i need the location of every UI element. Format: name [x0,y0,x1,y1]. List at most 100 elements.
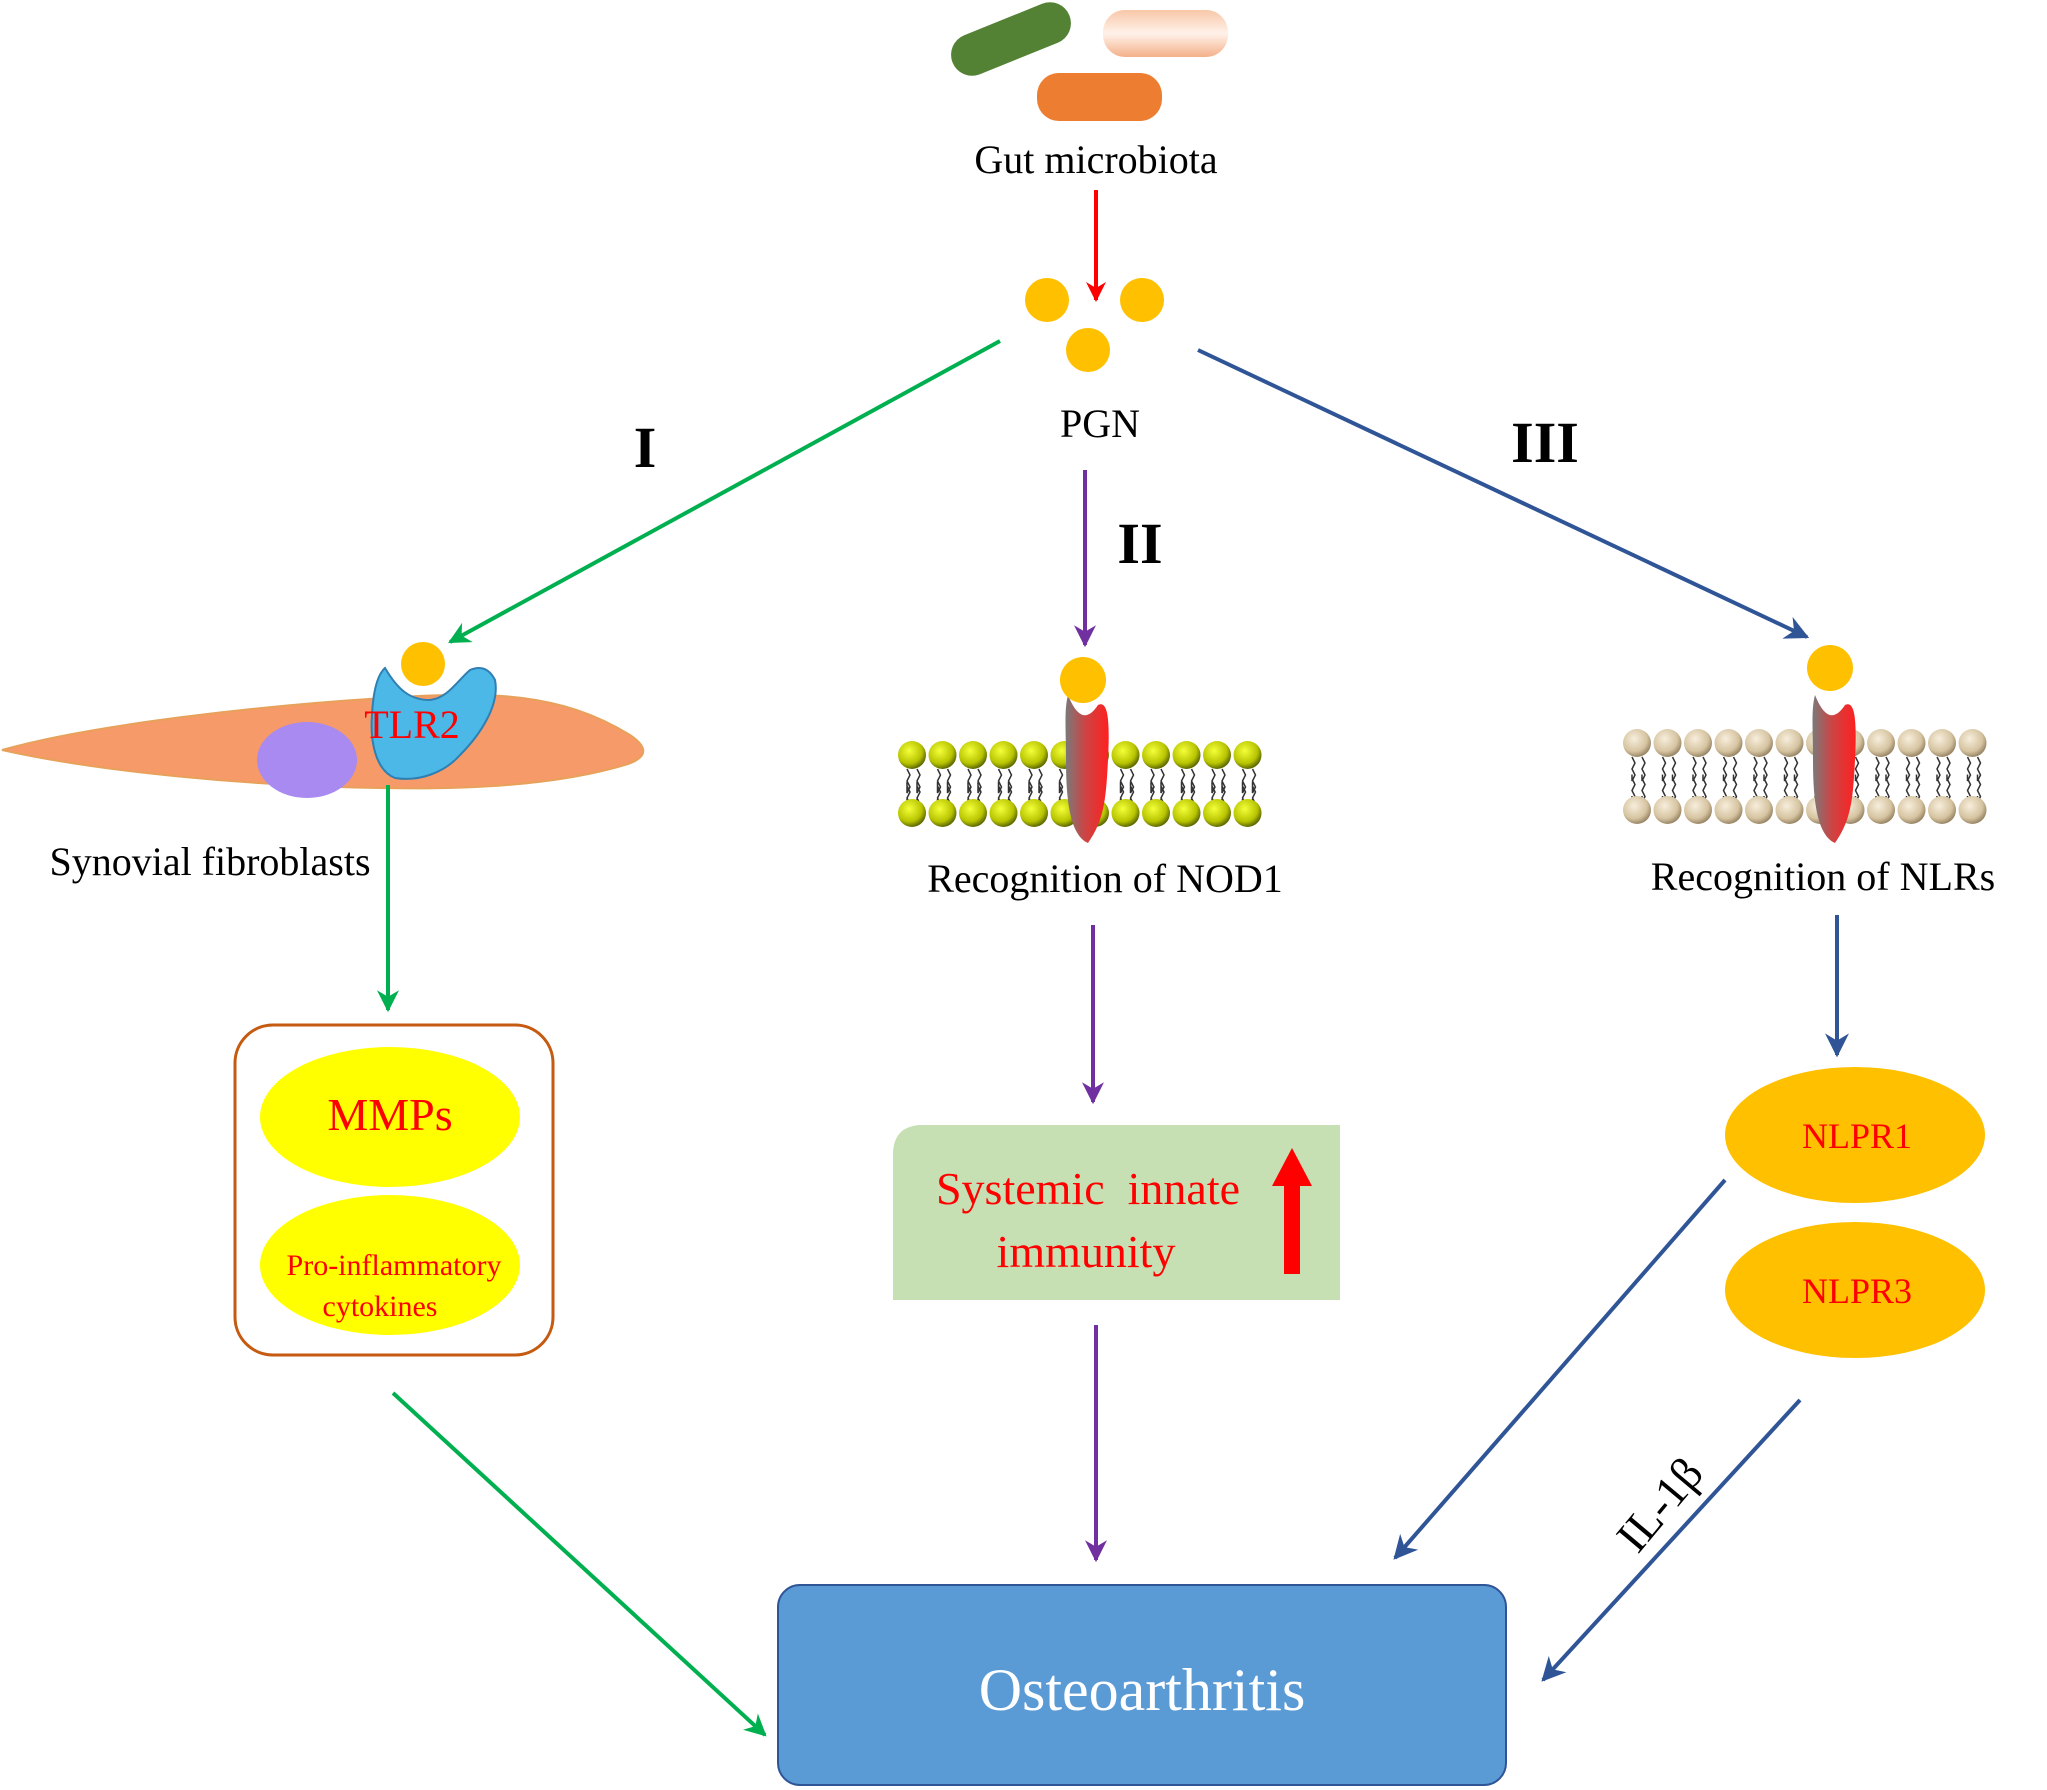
synovial-fibroblasts-label: Synovial fibroblasts [49,839,370,884]
pgn-molecules-icon [1025,278,1164,372]
lipid-head-icon [1867,796,1895,824]
lipid-tail [1905,756,1911,803]
lipid-head-icon [1928,729,1956,757]
lipid-tail [1631,756,1636,803]
nod1-membrane [898,741,1262,827]
systemic-immunity-box [893,1125,1340,1300]
lipid-head-icon [959,741,987,769]
cytokines-ellipse [260,1195,520,1335]
lipid-tail [1946,756,1951,803]
mmps-ellipse [260,1047,520,1187]
lipid-head-icon [928,799,957,827]
lipid-head-icon [1233,741,1262,769]
lipid-tail [1753,756,1758,803]
immunity-label-line1: Systemic innate [936,1163,1240,1214]
lipid-tail [1875,756,1880,803]
lipid-tail [1722,756,1728,803]
lipid-head-icon [1623,729,1651,757]
tlr2-receptor [370,642,497,780]
lipid-head-icon [1684,796,1712,824]
cytokines-label-line2: cytokines [323,1290,438,1323]
arrow-nlpr3-to-osteoarthritis [1541,1398,1802,1682]
lipid-tail [1671,756,1677,803]
lipid-head-icon [1714,796,1743,824]
bacteria-icon [951,2,1228,121]
lipid-tail [1661,756,1667,803]
lipid-head-icon [1142,799,1170,827]
nlrs-receptor [1807,645,1856,843]
il1b-label: IL-1β [1606,1448,1713,1561]
lipid-head-icon [1653,729,1682,757]
lipid-tail [1763,756,1768,803]
lipid-tail [1915,756,1921,803]
nlpr1-label: NLPR1 [1802,1116,1912,1156]
lipid-head-icon [1775,729,1804,757]
lipid-tail [1783,756,1789,803]
pgn-bound-nlrs-icon [1807,645,1853,691]
lipid-head-icon [1020,799,1048,827]
nod1-label: Recognition of NOD1 [927,856,1283,901]
lipid-head-icon [1897,796,1926,824]
lipid-head-icon [1111,741,1140,769]
lipid-head-icon [1775,796,1804,824]
nlpr1-ellipse [1725,1067,1985,1203]
lipid-head-icon [928,741,957,769]
lipid-head-icon [989,799,1018,827]
lipid-head-icon [1172,741,1201,769]
osteoarthritis-box [777,1584,1507,1786]
nlpr3-label: NLPR3 [1802,1271,1912,1311]
pgn-bound-nod1-icon [1060,657,1106,703]
effector-box [233,1023,555,1357]
lipid-head-icon [1653,796,1682,824]
lipid-head-icon [989,741,1018,769]
lipid-head-icon [1958,729,1987,757]
lipid-tail [1692,756,1697,803]
pathway-numeral-one: I [634,415,657,480]
cytokines-label-line1: Pro-inflammatory [287,1249,502,1282]
nlrs-membrane [1623,729,1987,824]
lipid-head-icon [1203,741,1231,769]
lipid-head-icon [1142,741,1170,769]
pathway-numeral-two: II [1117,511,1162,576]
lipid-tail [1641,756,1646,803]
lipid-head-icon [1233,799,1262,827]
lipid-head-icon [1020,741,1048,769]
arrow-effectors-to-osteoarthritis [391,1391,767,1737]
mmps-label: MMPs [327,1089,452,1140]
arrow-pgn-to-tlr2 [448,339,1001,644]
lipid-tail [1854,756,1860,803]
pathway-numeral-three: III [1511,410,1579,475]
lipid-tail [1966,756,1972,803]
lipid-tail [1702,756,1707,803]
lipid-head-icon [1172,799,1201,827]
pgn-label: PGN [1060,401,1140,446]
lipid-head-icon [959,799,987,827]
immunity-label-line2: immunity [997,1226,1176,1277]
tlr2-label: TLR2 [364,702,460,747]
lipid-head-icon [1867,729,1895,757]
lipid-head-icon [1623,796,1651,824]
arrow-nlpr1-to-osteoarthritis [1393,1178,1727,1560]
lipid-head-icon [1684,729,1712,757]
lipid-tail [1732,756,1738,803]
pgn-bound-tlr2-icon [401,642,445,686]
increase-arrow-icon [1272,1148,1312,1274]
lipid-tail [1976,756,1982,803]
nod1-receptor [1060,657,1109,843]
lipid-head-icon [1958,796,1987,824]
lipid-head-icon [1111,799,1140,827]
lipid-head-icon [898,741,926,769]
synovial-fibroblast-cell [1,693,645,798]
lipid-head-icon [1928,796,1956,824]
lipid-head-icon [1745,729,1773,757]
gut-microbiota-label: Gut microbiota [974,137,1218,182]
nlrs-label: Recognition of NLRs [1651,854,1995,899]
lipid-head-icon [1714,729,1743,757]
nlpr3-ellipse [1725,1222,1985,1358]
lipid-head-icon [1203,799,1231,827]
lipid-tail [1936,756,1941,803]
arrow-pgn-to-nlrs [1197,348,1810,639]
nucleus-icon [257,722,357,798]
lipid-tail [1885,756,1890,803]
